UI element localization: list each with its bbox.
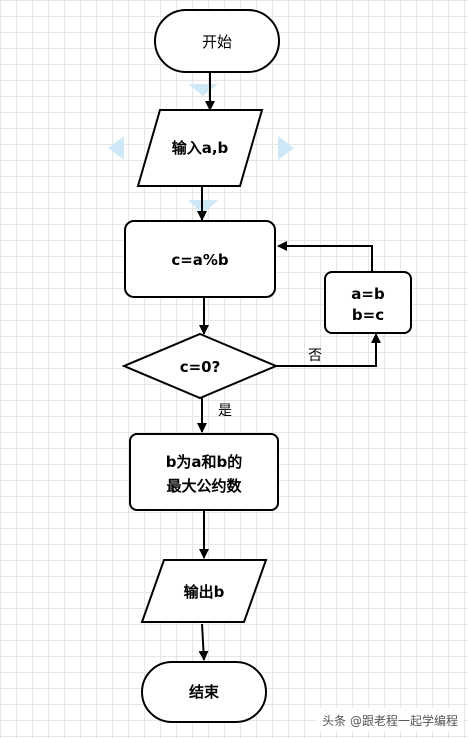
edge-label-yes: 是	[218, 403, 232, 419]
result-node-line2: 最大公约数	[166, 477, 242, 495]
compute-node-label: c=a%b	[171, 251, 229, 269]
hint-arrow-top-icon	[188, 84, 218, 96]
hint-arrow-left-icon	[108, 136, 124, 160]
start-node[interactable]: 开始	[154, 9, 280, 73]
edge-output-to-end	[198, 623, 209, 661]
end-node[interactable]: 结束	[141, 661, 267, 723]
start-node-label: 开始	[202, 33, 232, 51]
decision-node[interactable]: c=0?	[121, 332, 279, 400]
swap-node-line2: b=c	[352, 306, 384, 324]
input-node[interactable]: 输入a,b	[136, 109, 264, 187]
compute-node[interactable]: c=a%b	[124, 220, 276, 298]
swap-node-line1: a=b	[351, 285, 385, 303]
end-node-label: 结束	[189, 683, 220, 701]
input-node-label: 输入a,b	[172, 139, 229, 157]
edges	[197, 72, 381, 661]
hint-arrow-right-icon	[278, 136, 294, 160]
output-node[interactable]: 输出b	[140, 559, 268, 623]
watermark-text: 头条 @跟老程一起学编程	[322, 713, 458, 728]
swap-node[interactable]: a=b b=c	[324, 271, 412, 334]
edge-swap-to-compute	[277, 241, 373, 272]
edge-label-no: 否	[308, 348, 322, 364]
result-node-line1: b为a和b的	[166, 453, 243, 471]
watermark: 头条 @跟老程一起学编程	[316, 708, 464, 732]
output-node-label: 输出b	[184, 583, 225, 601]
edge-decision-no-to-swap	[276, 333, 381, 367]
result-node[interactable]: b为a和b的 最大公约数	[129, 433, 279, 511]
decision-node-label: c=0?	[180, 358, 221, 376]
